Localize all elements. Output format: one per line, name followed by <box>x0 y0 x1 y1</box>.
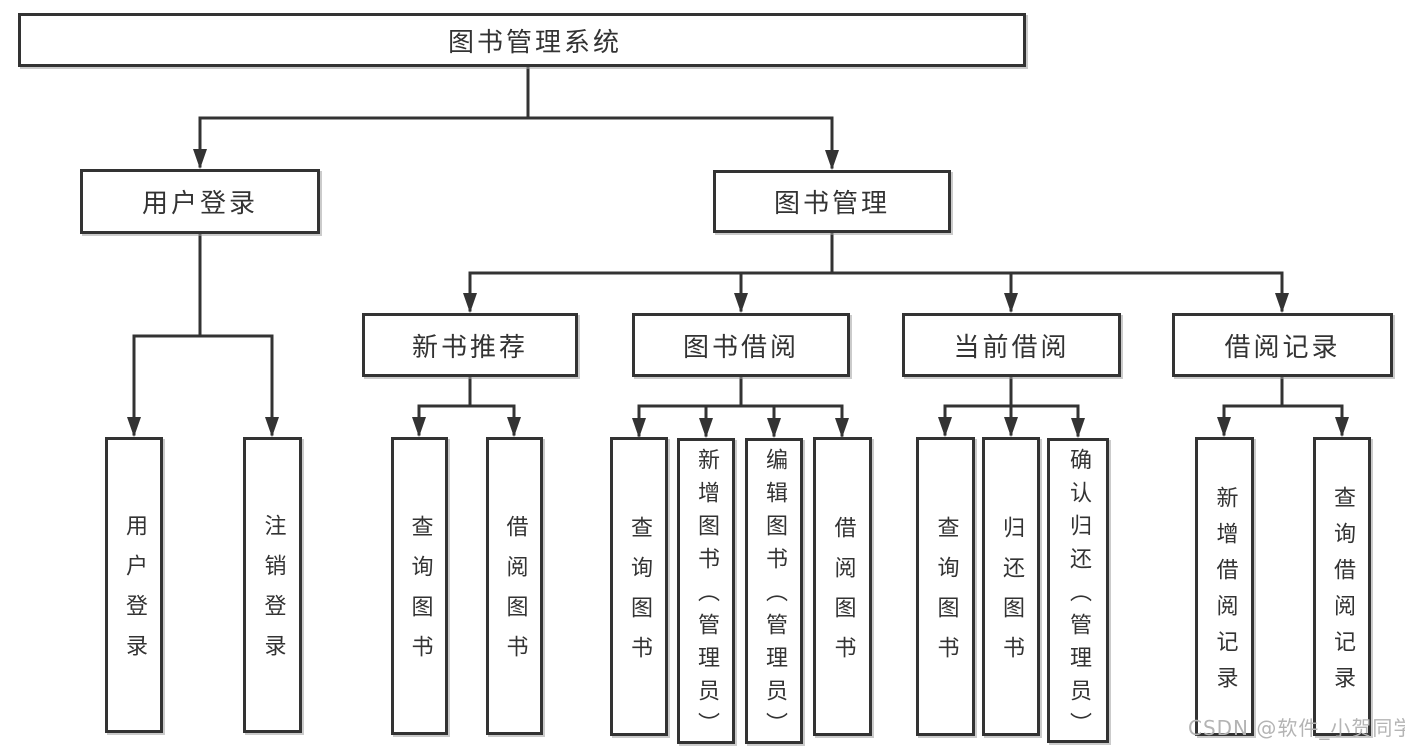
leaf-user-login-label: 用户登录 <box>122 514 147 674</box>
current-borrow-label: 当前借阅 <box>953 332 1070 363</box>
book-borrow-label: 图书借阅 <box>682 332 799 363</box>
leaf-cb-confirm-return-admin: 确认归还（管理员） <box>1047 438 1109 745</box>
box-root-system: 图书管理系统 <box>18 13 1026 67</box>
leaf-bb-edit-book-admin: 编辑图书（管理员） <box>745 438 803 745</box>
leaf-bb-borrow-book: 借阅图书 <box>813 437 872 736</box>
leaf-br-add-record: 新增借阅记录 <box>1195 437 1254 736</box>
box-book-management: 图书管理 <box>713 170 951 233</box>
user-login-label: 用户登录 <box>141 189 258 219</box>
leaf-user-login: 用户登录 <box>105 437 163 733</box>
box-user-login: 用户登录 <box>80 169 320 234</box>
box-new-book-recommend: 新书推荐 <box>362 313 578 377</box>
leaf-bb-edit-book-admin-label: 编辑图书（管理员） <box>762 448 787 745</box>
leaf-bb-borrow-book-label: 借阅图书 <box>830 515 856 676</box>
leaf-cb-query-book: 查询图书 <box>916 437 975 736</box>
leaf-cb-return-book: 归还图书 <box>982 437 1040 736</box>
box-borrow-records: 借阅记录 <box>1172 313 1393 377</box>
leaf-bb-query-book: 查询图书 <box>610 437 668 736</box>
leaf-nbr-borrow-book: 借阅图书 <box>486 437 543 735</box>
box-current-borrow: 当前借阅 <box>902 313 1121 377</box>
leaf-nbr-query-book: 查询图书 <box>391 437 448 735</box>
leaf-br-query-record: 查询借阅记录 <box>1313 437 1371 736</box>
new-book-recommend-label: 新书推荐 <box>411 332 528 363</box>
leaf-logout: 注销登录 <box>243 437 302 733</box>
leaf-nbr-borrow-book-label: 借阅图书 <box>502 515 528 675</box>
leaf-bb-query-book-label: 查询图书 <box>627 515 652 676</box>
leaf-cb-query-book-label: 查询图书 <box>933 515 959 676</box>
borrow-records-label: 借阅记录 <box>1224 332 1341 363</box>
leaf-br-add-record-label: 新增借阅记录 <box>1212 485 1238 702</box>
leaf-logout-label: 注销登录 <box>260 514 286 674</box>
csdn-watermark: CSDN @软件_小贺同学 <box>1188 716 1405 740</box>
leaf-cb-return-book-label: 归还图书 <box>999 515 1024 676</box>
leaf-bb-add-book-admin: 新增图书（管理员） <box>677 438 735 745</box>
leaf-bb-add-book-admin-label: 新增图书（管理员） <box>694 448 719 745</box>
root-label: 图书管理系统 <box>447 27 622 58</box>
box-book-borrow: 图书借阅 <box>632 313 850 377</box>
leaf-br-query-record-label: 查询借阅记录 <box>1330 485 1355 702</box>
leaf-nbr-query-book-label: 查询图书 <box>407 515 433 675</box>
book-management-label: 图书管理 <box>773 189 890 219</box>
leaf-cb-confirm-return-admin-label: 确认归还（管理员） <box>1066 447 1091 745</box>
